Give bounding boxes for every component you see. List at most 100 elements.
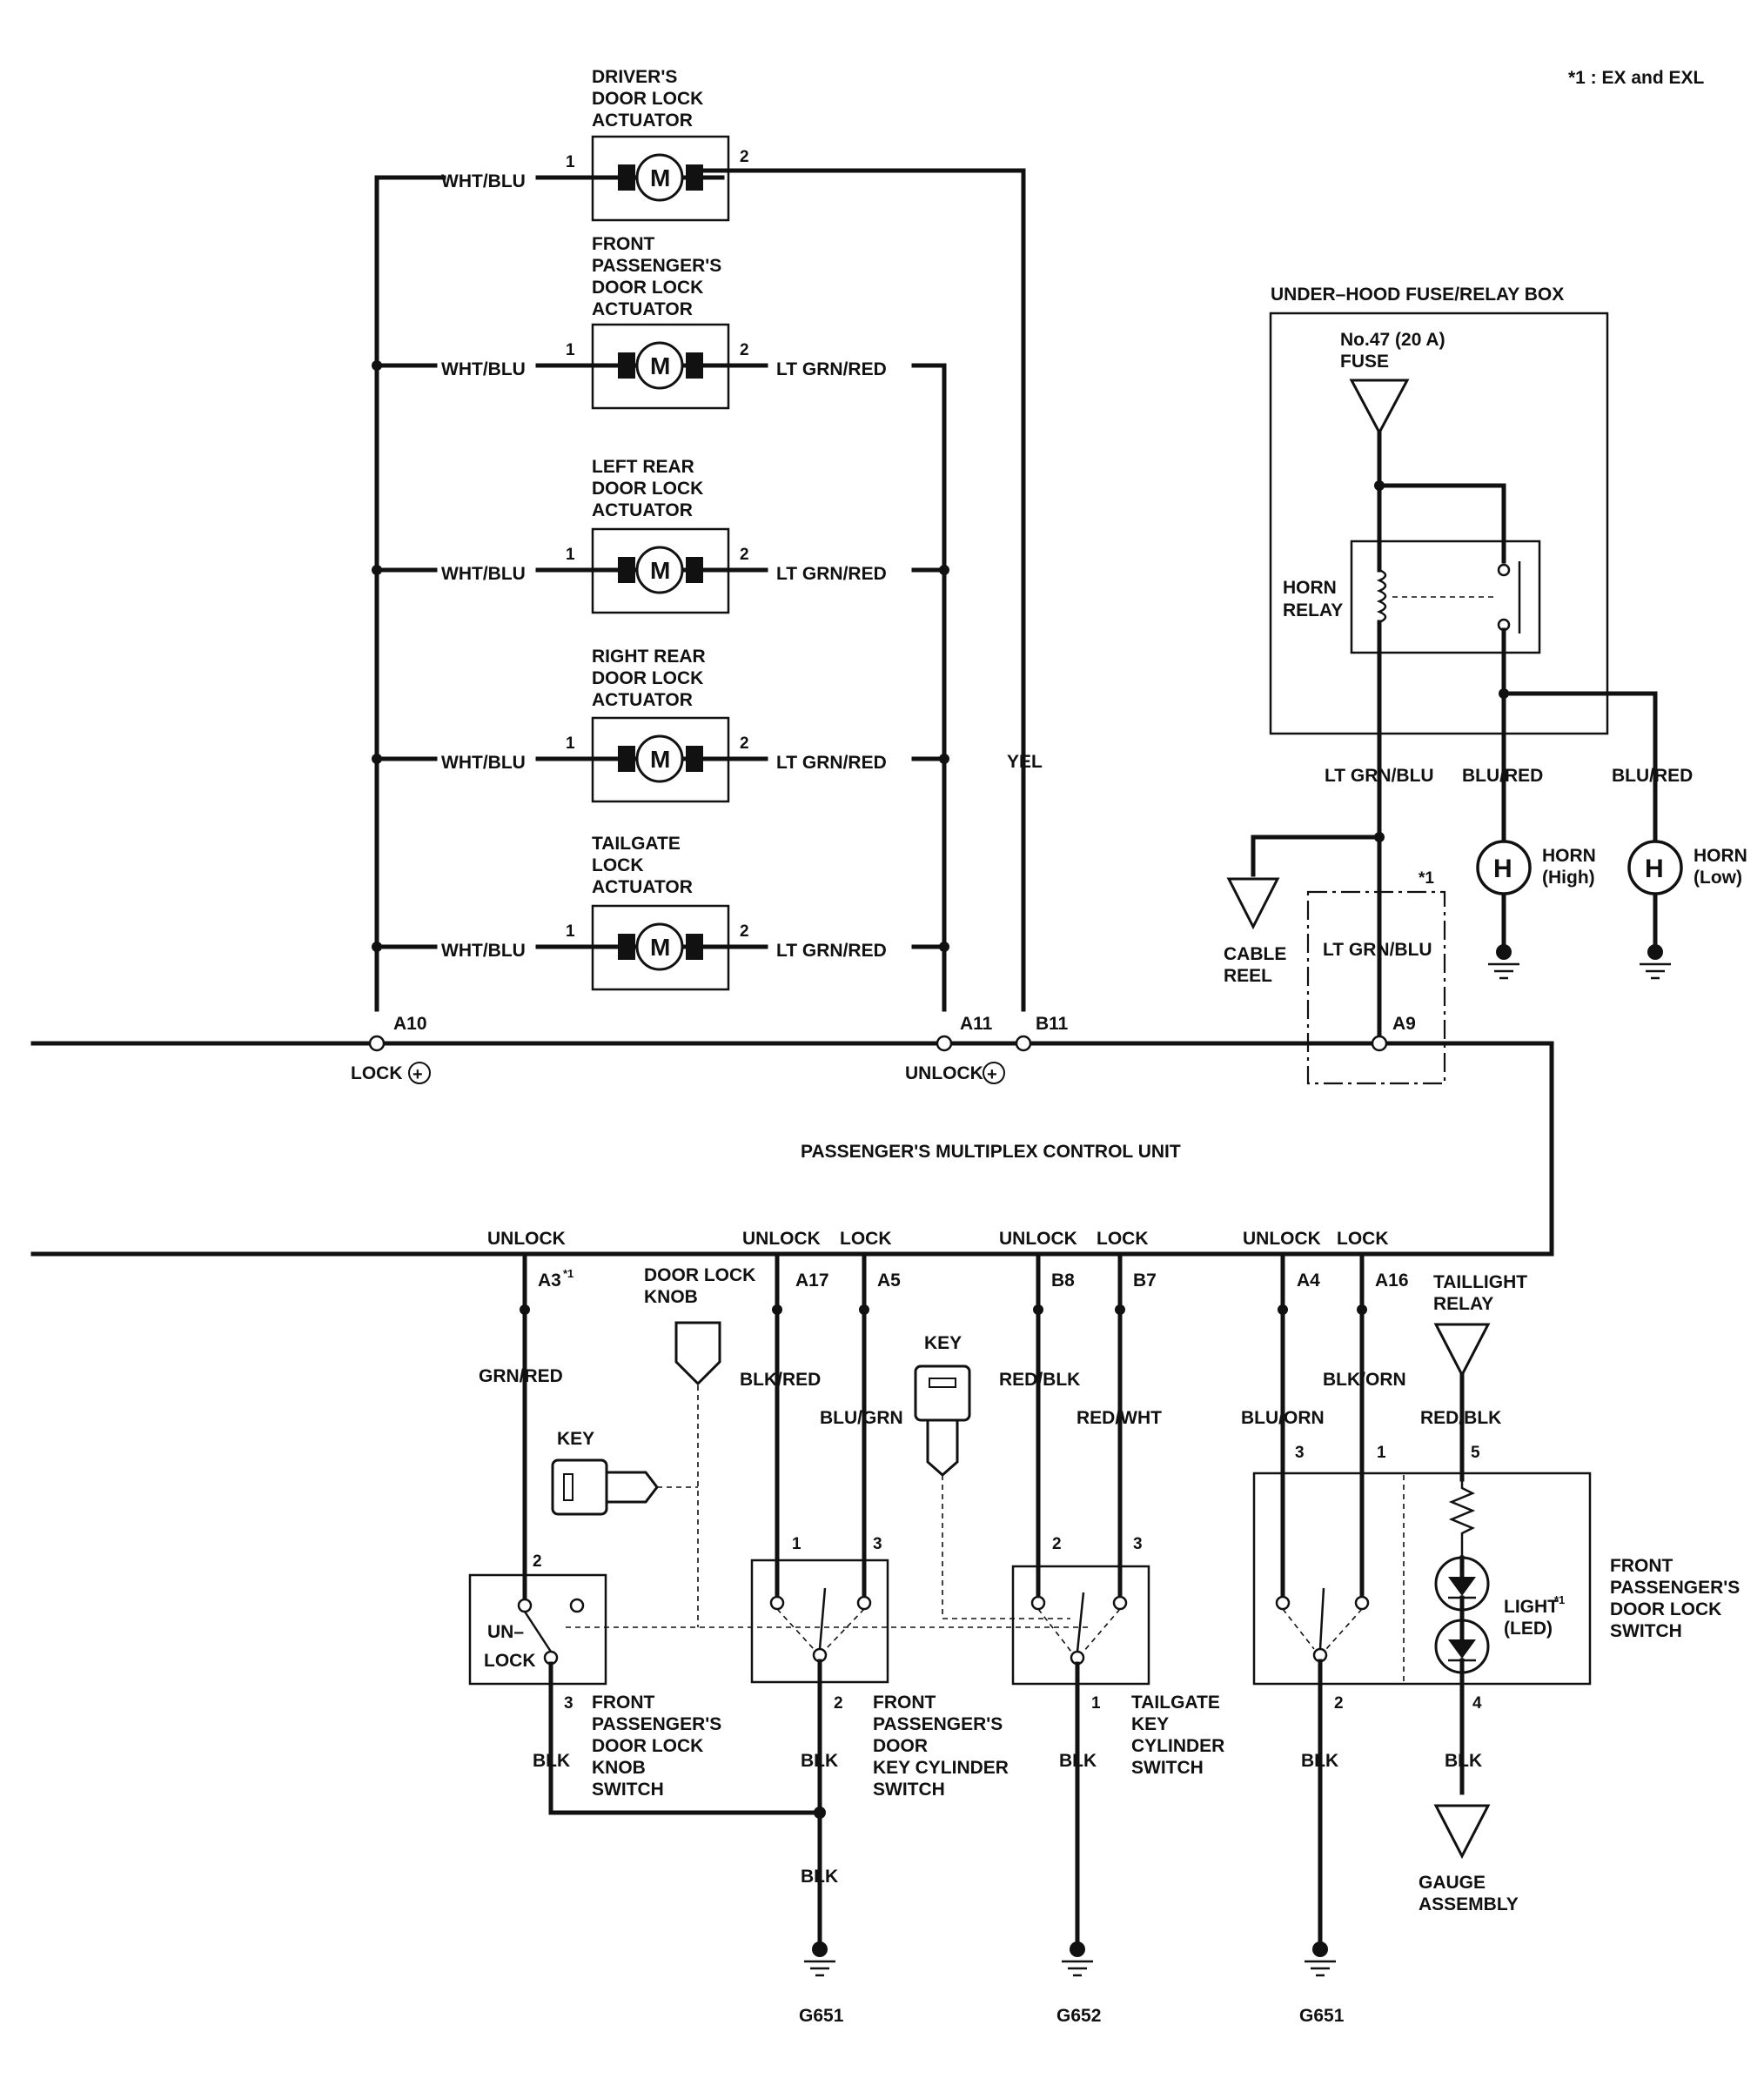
taillight-relay-icon (1433, 1323, 1491, 1378)
pin-number: 1 (792, 1535, 802, 1553)
front-passenger-door-key-cylinder-switch: 1 3 2 BLK BLK FRONT PASSENGER'S DOOR KEY… (750, 1535, 1009, 1952)
switch-inner-label: LOCK (484, 1651, 536, 1671)
mcu-name: PASSENGER'S MULTIPLEX CONTROL UNIT (801, 1142, 1181, 1162)
resistor-icon (1448, 1479, 1476, 1559)
lock-label: LOCK (1097, 1229, 1149, 1249)
relay-coil-icon (1376, 568, 1387, 624)
switch-name: CYLINDER (1131, 1736, 1224, 1756)
pin-mark: *1 (563, 1267, 573, 1280)
pin-number: 1 (566, 922, 575, 941)
key-icon (551, 1458, 659, 1516)
pin-label: A10 (393, 1014, 427, 1034)
pin-number: 3 (564, 1694, 573, 1713)
wire-label: RED/WHT (1077, 1408, 1162, 1428)
front-passenger-door-lock-knob-switch: 2 UN– LOCK 3 BLK FRONT PASSENGER'S DOOR … (468, 1552, 1088, 1815)
pin-number: 2 (1334, 1694, 1344, 1713)
pin-number: 2 (533, 1552, 542, 1571)
horn-label: HORN (1542, 846, 1596, 866)
pin-number: 1 (566, 546, 575, 564)
lock-label: LOCK (1337, 1229, 1389, 1249)
right-rear-door-lock-actuator: RIGHT REAR DOOR LOCK ACTUATOR WHT/BLU 1 … (372, 647, 949, 803)
wire-label: WHT/BLU (441, 171, 526, 191)
ground-g652: G652 (1056, 1941, 1101, 2026)
left-rear-door-lock-actuator: LEFT REAR DOOR LOCK ACTUATOR WHT/BLU 1 M… (372, 457, 949, 614)
actuator-name-line: LOCK (592, 855, 644, 875)
motor-icon: M (650, 746, 670, 773)
wire-label: LT GRN/RED (776, 941, 887, 961)
unlock-label: UNLOCK (1243, 1229, 1321, 1249)
cable-reel-label: REEL (1224, 966, 1272, 986)
motor-icon: M (650, 164, 670, 191)
switch-name: KNOB (592, 1758, 646, 1778)
wire-label: BLK (533, 1751, 570, 1771)
pin-number: 2 (740, 922, 749, 941)
switch-name: SWITCH (1131, 1758, 1204, 1778)
unlock-label: UNLOCK (487, 1229, 566, 1249)
gauge-label: ASSEMBLY (1419, 1894, 1519, 1914)
door-lock-knob-label: KNOB (644, 1287, 698, 1307)
switch-name: KEY CYLINDER (873, 1758, 1009, 1778)
wire-label: RED/BLK (999, 1370, 1080, 1390)
wire-label: WHT/BLU (441, 359, 526, 379)
wire-label: WHT/BLU (441, 941, 526, 961)
wire-label: BLK (1301, 1751, 1338, 1771)
pin-number: 1 (566, 341, 575, 359)
switch-name: TAILGATE (1131, 1693, 1220, 1713)
actuator-name-line: RIGHT REAR (592, 647, 706, 667)
wire-label: BLU/RED (1612, 766, 1693, 786)
pin-number: 2 (834, 1694, 843, 1713)
horn-label: (High) (1542, 868, 1595, 888)
switch-name: DOOR LOCK (592, 1736, 703, 1756)
ground-label: G651 (799, 2006, 844, 2026)
pin-mark: *1 (1554, 1593, 1565, 1606)
actuator-name-line: DOOR LOCK (592, 278, 703, 298)
switch-name: SWITCH (873, 1780, 945, 1800)
pin-label: A16 (1375, 1270, 1409, 1291)
wire-label: RED/BLK (1420, 1408, 1501, 1428)
driver-door-lock-actuator: DRIVER'S DOOR LOCK ACTUATOR WHT/BLU 1 M … (441, 67, 768, 222)
horn-icon: H (1493, 855, 1512, 883)
pin-number: 3 (873, 1535, 882, 1553)
pin-number: 2 (740, 734, 749, 753)
gauge-label: GAUGE (1419, 1873, 1486, 1893)
optional-ex-exl-box (1306, 890, 1446, 1085)
actuator-name-line: ACTUATOR (592, 111, 693, 131)
wire-label: WHT/BLU (441, 564, 526, 584)
footnote: *1 : EX and EXL (1568, 68, 1705, 88)
ground-label: G652 (1056, 2006, 1101, 2026)
switch-name: SWITCH (1610, 1621, 1682, 1641)
front-passenger-door-lock-switch: 3 1 5 2 BLK LIGHT *1 (LED) 4 BLK FRONT P… (1252, 1442, 1740, 1952)
gauge-assembly-icon (1433, 1804, 1491, 1860)
pin-number: 1 (566, 734, 575, 753)
wire-label: BLK (1445, 1751, 1482, 1771)
actuator-name-line: PASSENGER'S (592, 256, 721, 276)
horn-label: (Low) (1694, 868, 1742, 888)
motor-icon: M (650, 557, 670, 584)
front-passenger-door-lock-actuator: FRONT PASSENGER'S DOOR LOCK ACTUATOR WHT… (372, 234, 887, 410)
relay-label: RELAY (1283, 600, 1343, 620)
actuator-name-line: ACTUATOR (592, 690, 693, 710)
door-lock-knob-icon (674, 1321, 721, 1386)
unlock-label: UNLOCK (742, 1229, 821, 1249)
pin-label: A5 (877, 1270, 901, 1291)
pin-label: A4 (1297, 1270, 1320, 1291)
switch-name: SWITCH (592, 1780, 664, 1800)
wire-label: LT GRN/RED (776, 359, 887, 379)
switch-blade-icon (818, 1587, 827, 1650)
horn-high: H HORN (High) (1476, 840, 1596, 980)
actuator-name-line: ACTUATOR (592, 299, 693, 319)
wire-label: LT GRN/RED (776, 753, 887, 773)
pin-number: 3 (1133, 1535, 1143, 1553)
pin-label: B11 (1036, 1014, 1069, 1034)
switch-name: FRONT (1610, 1556, 1673, 1576)
ground-g651-left: G651 (799, 1941, 844, 2026)
motor-icon: M (650, 352, 670, 379)
switch-name: PASSENGER'S (873, 1714, 1003, 1734)
actuator-name-line: DOOR LOCK (592, 89, 703, 109)
actuator-name-line: DOOR LOCK (592, 479, 703, 499)
under-hood-fuse-relay-box: UNDER–HOOD FUSE/RELAY BOX No.47 (20 A) F… (1269, 285, 1658, 955)
horn-low: H HORN (Low) (1627, 840, 1747, 980)
pin-label: B7 (1133, 1270, 1157, 1291)
switch-name: DOOR LOCK (1610, 1599, 1721, 1619)
